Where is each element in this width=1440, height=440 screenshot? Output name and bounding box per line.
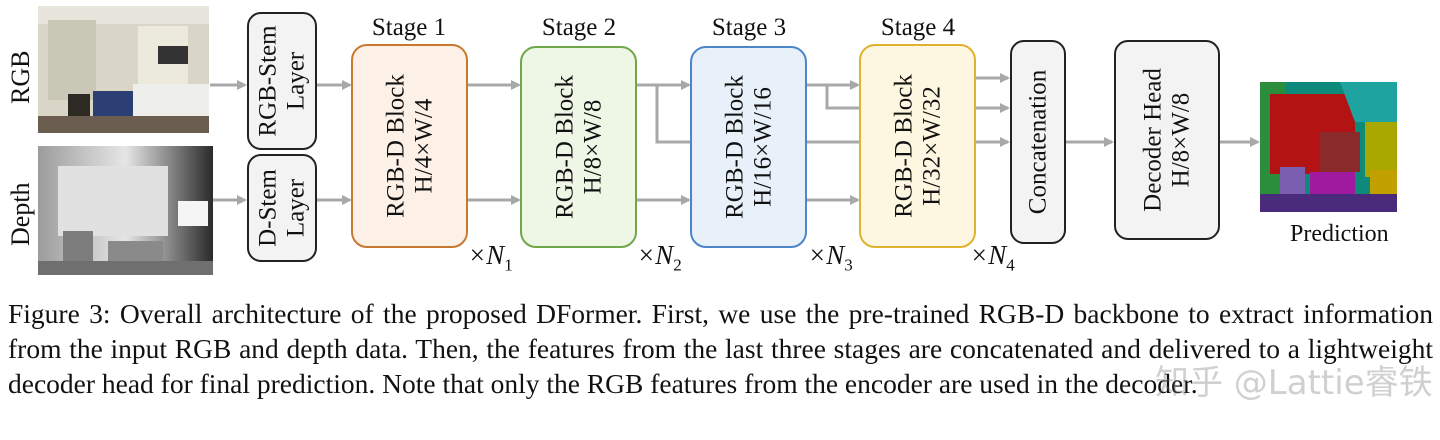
concatenation-block: Concatenation	[1010, 40, 1066, 244]
stage-2-block-label: RGB-D Block	[551, 75, 578, 219]
concatenation-label: Concatenation	[1024, 69, 1052, 215]
stage-4-title: Stage 4	[880, 14, 956, 41]
stage-3-title: Stage 3	[711, 14, 787, 41]
figure-caption: Figure 3: Overall architecture of the pr…	[8, 298, 1433, 399]
stage-3-block-label: RGB-D Block	[721, 75, 748, 219]
stage-3-repeat: ×N3	[808, 240, 853, 275]
rgb-stem-line1: RGB-Stem	[254, 25, 282, 137]
stage-4-block-label: RGB-D Block	[890, 74, 917, 218]
stage-1-block-label: RGB-D Block	[382, 74, 409, 218]
decoder-resolution: H/8×W/8	[1167, 92, 1194, 188]
depth-stem-line2: Layer	[282, 178, 309, 238]
decoder-head-label: Decoder Head	[1139, 68, 1167, 212]
stage-1-repeat: ×N1	[468, 240, 513, 275]
rgb-stem-line2: Layer	[282, 51, 309, 111]
stage-4-repeat: ×N4	[970, 240, 1015, 275]
stage-2-title: Stage 2	[541, 14, 617, 41]
depth-stem-line1: D-Stem	[254, 169, 282, 247]
prediction-label: Prediction	[1290, 221, 1389, 247]
stage-3-resolution: H/16×W/16	[748, 87, 776, 207]
rgb-modality-label: RGB	[6, 50, 35, 104]
stage-4-resolution: H/32×W/32	[917, 86, 945, 206]
watermark: 知乎 @Lattie睿铁	[1155, 363, 1433, 403]
rgb-input-image	[38, 6, 209, 133]
stage-2-repeat: ×N2	[637, 240, 682, 275]
stage-1-resolution: H/4×W/4	[409, 98, 437, 194]
depth-modality-label: Depth	[6, 182, 35, 246]
depth-input-image	[38, 146, 213, 275]
stage-1-title: Stage 1	[371, 14, 447, 41]
prediction-segmentation-image	[1260, 82, 1397, 212]
stage-2-resolution: H/8×W/8	[578, 99, 606, 195]
